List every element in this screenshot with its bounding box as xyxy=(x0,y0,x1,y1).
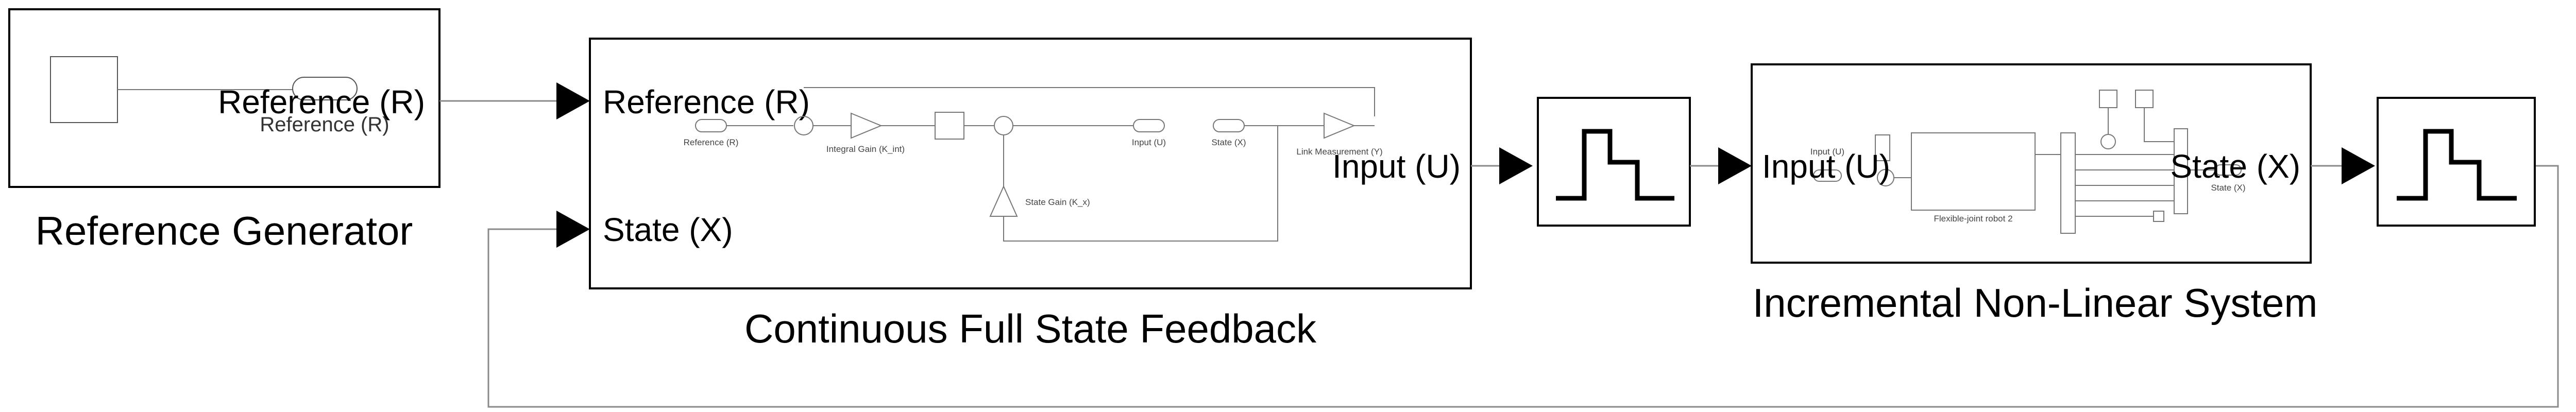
svg-text:Integral Gain (K_int): Integral Gain (K_int) xyxy=(826,144,905,154)
arrow-reference-in xyxy=(556,82,590,119)
plant-input-port-label: Input (U) xyxy=(1762,148,1890,185)
svg-text:Input (U): Input (U) xyxy=(1810,147,1844,157)
reference-generator-block[interactable]: Reference (R) Reference (R) xyxy=(8,8,440,188)
arrow-plant-in xyxy=(1718,147,1752,184)
controller-internals: Reference (R) Integral Gain (K_int) Inpu… xyxy=(684,87,1383,242)
goto-tag-icon xyxy=(292,77,358,100)
zoh-step-icon xyxy=(1556,129,1674,201)
svg-text:Flexible-joint robot 2: Flexible-joint robot 2 xyxy=(1934,214,2012,224)
svg-text:Link Measurement (Y): Link Measurement (Y) xyxy=(1296,147,1382,157)
svg-text:Reference (R): Reference (R) xyxy=(684,138,739,147)
controller-input-port-label: Input (U) xyxy=(1332,148,1461,185)
controller-block[interactable]: Reference (R) State (X) Input (U) Refere… xyxy=(589,38,1472,289)
plant-block[interactable]: Input (U) Flexible-joint robot 2 State (… xyxy=(1751,63,2312,264)
zero-order-hold-1-block[interactable] xyxy=(1537,97,1691,227)
reference-generator-caption: Reference Generator xyxy=(36,208,413,253)
svg-text:State (X): State (X) xyxy=(1211,138,1246,147)
wire-state-feedback xyxy=(487,165,2559,408)
svg-text:State Gain (K_x): State Gain (K_x) xyxy=(1025,197,1090,207)
arrow-zoh1-in xyxy=(1499,147,1533,184)
controller-reference-port-label: Reference (R) xyxy=(603,83,810,121)
svg-text:Input (U): Input (U) xyxy=(1132,138,1166,147)
plant-caption: Incremental Non-Linear System xyxy=(1753,280,2318,325)
svg-text:State (X): State (X) xyxy=(2211,183,2245,193)
plant-internals: Input (U) Flexible-joint robot 2 State (… xyxy=(1810,90,2246,234)
arrow-zoh2-in xyxy=(2342,147,2375,184)
arrow-state-in xyxy=(556,211,590,248)
zero-order-hold-2-block[interactable] xyxy=(2377,97,2536,227)
zoh-step-icon xyxy=(2397,129,2517,201)
reference-goto-label: Reference (R) xyxy=(260,113,389,136)
reference-output-port-label: Reference (R) xyxy=(218,83,425,121)
controller-state-port-label: State (X) xyxy=(603,211,733,248)
controller-caption: Continuous Full State Feedback xyxy=(744,306,1317,351)
plant-state-port-label: State (X) xyxy=(2170,148,2300,185)
